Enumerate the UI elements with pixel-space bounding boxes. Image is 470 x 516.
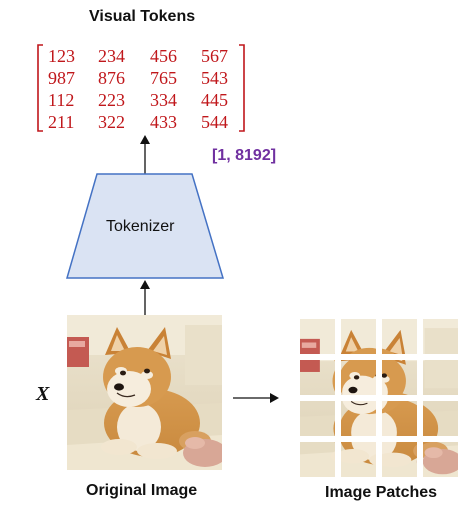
matrix-left-bracket bbox=[37, 44, 43, 132]
image-patch bbox=[382, 360, 417, 395]
image-patch bbox=[300, 442, 335, 477]
image-patch bbox=[423, 360, 458, 395]
token-value: 544 bbox=[201, 112, 228, 132]
image-patch bbox=[423, 401, 458, 436]
image-patch bbox=[341, 401, 376, 436]
image-patch bbox=[382, 442, 417, 477]
arrow-to-tokenizer bbox=[140, 280, 150, 317]
token-value: 211 bbox=[48, 112, 74, 132]
token-value: 433 bbox=[150, 112, 177, 132]
image-patches-caption: Image Patches bbox=[325, 484, 438, 501]
token-value: 223 bbox=[98, 90, 125, 110]
image-patch bbox=[341, 319, 376, 354]
tokenizer-label: Tokenizer bbox=[106, 218, 175, 235]
token-value: 765 bbox=[150, 68, 177, 88]
token-value: 334 bbox=[150, 90, 177, 110]
image-patch bbox=[382, 319, 417, 354]
arrow-to-tokens bbox=[140, 135, 150, 174]
input-symbol: X bbox=[36, 383, 50, 405]
image-patch bbox=[423, 319, 458, 354]
image-patch bbox=[300, 319, 335, 354]
image-patch bbox=[341, 442, 376, 477]
token-value: 987 bbox=[48, 68, 75, 88]
token-value: 445 bbox=[201, 90, 228, 110]
original-image-caption: Original Image bbox=[86, 482, 198, 499]
visual-tokens-title: Visual Tokens bbox=[89, 8, 196, 25]
token-value: 567 bbox=[201, 46, 228, 66]
image-patch bbox=[300, 360, 335, 395]
tokenizer-block bbox=[66, 173, 225, 279]
image-patch bbox=[423, 442, 458, 477]
token-value: 876 bbox=[98, 68, 125, 88]
token-value: 456 bbox=[150, 46, 177, 66]
token-value: 112 bbox=[48, 90, 74, 110]
token-value: 123 bbox=[48, 46, 75, 66]
matrix-right-bracket bbox=[239, 44, 245, 132]
image-patch bbox=[382, 401, 417, 436]
token-value: 234 bbox=[98, 46, 125, 66]
token-shape-label: [1, 8192] bbox=[212, 147, 277, 164]
arrow-to-patches bbox=[233, 393, 279, 403]
token-value: 543 bbox=[201, 68, 228, 88]
original-image bbox=[67, 315, 222, 470]
image-patch bbox=[300, 401, 335, 436]
token-value: 322 bbox=[98, 112, 125, 132]
token-matrix: 123 234 456 567 987 876 765 543 112 223 334 445 211 3… bbox=[37, 44, 245, 132]
image-patch bbox=[341, 360, 376, 395]
